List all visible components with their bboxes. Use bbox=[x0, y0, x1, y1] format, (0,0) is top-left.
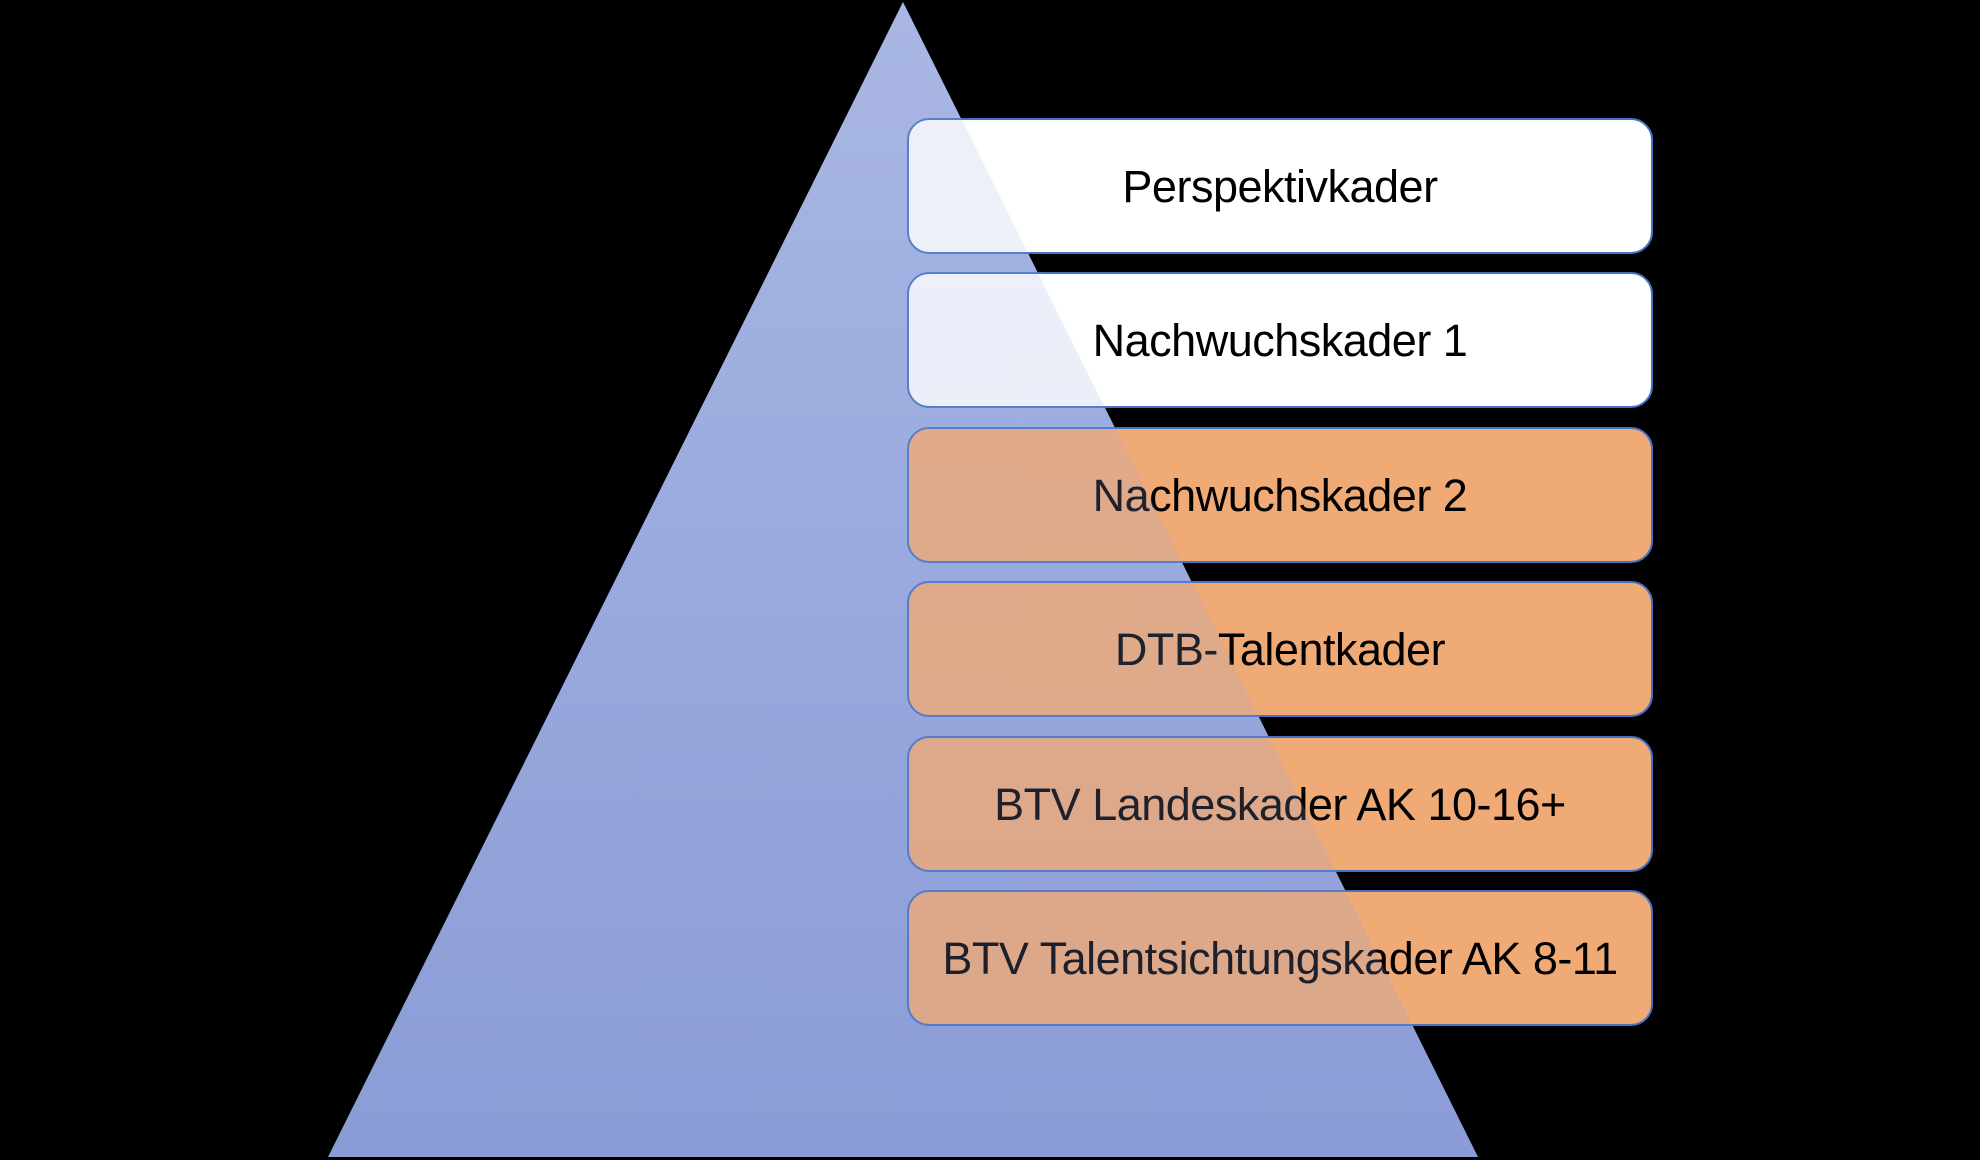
level-label: Perspektivkader bbox=[1122, 160, 1438, 212]
level-label: Nachwuchskader 2 bbox=[1092, 469, 1468, 521]
level-label: BTV Landeskader AK 10-16+ bbox=[994, 778, 1566, 830]
level-box-nachwuchskader-1: Nachwuchskader 1 bbox=[907, 272, 1653, 408]
level-box-dtb-talentkader: DTB-Talentkader bbox=[907, 581, 1653, 717]
level-label: Nachwuchskader 1 bbox=[1092, 314, 1468, 366]
level-label: DTB-Talentkader bbox=[1114, 623, 1446, 675]
level-label: BTV Talentsichtungskader AK 8-11 bbox=[942, 932, 1618, 984]
level-box-btv-talentsichtungskader: BTV Talentsichtungskader AK 8-11 bbox=[907, 890, 1653, 1026]
level-box-nachwuchskader-2: Nachwuchskader 2 bbox=[907, 427, 1653, 563]
level-box-perspektivkader: Perspektivkader bbox=[907, 118, 1653, 254]
level-box-btv-landeskader: BTV Landeskader AK 10-16+ bbox=[907, 736, 1653, 872]
